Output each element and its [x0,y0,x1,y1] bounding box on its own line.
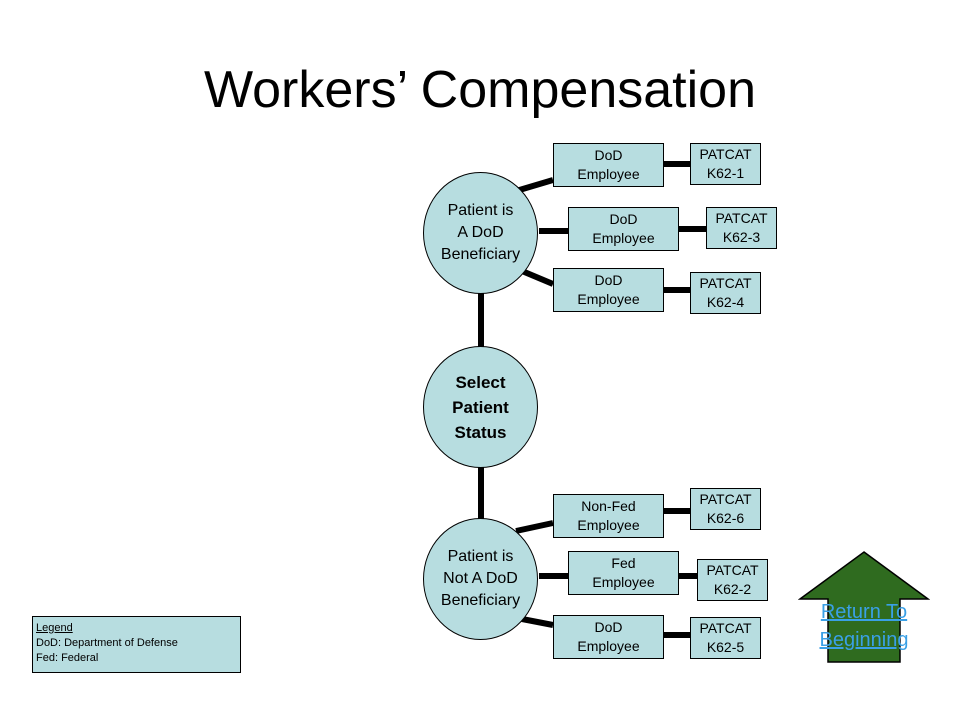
employee-box-3[interactable]: DoD Employee [553,268,664,312]
return-to-beginning-link[interactable]: Return To Beginning [807,598,921,658]
employee-box-2[interactable]: DoD Employee [568,207,679,251]
node-dod-beneficiary[interactable]: Patient is A DoD Beneficiary [423,172,538,294]
patcat-code: PATCAT K62-4 [699,275,752,310]
node-not-dod-beneficiary[interactable]: Patient is Not A DoD Beneficiary [423,518,538,640]
node-select-patient-status-label: Select Patient Status [452,372,509,442]
employee-box-5[interactable]: Fed Employee [568,551,679,595]
patcat-box-2[interactable]: PATCAT K62-3 [706,207,777,249]
patcat-box-6[interactable]: PATCAT K62-5 [690,617,761,659]
return-link-label: Return To Beginning [819,601,909,651]
patcat-code: PATCAT K62-3 [715,210,768,245]
legend-line-fed: Fed: Federal [36,652,99,664]
patcat-code: PATCAT K62-2 [706,562,759,597]
patcat-box-1[interactable]: PATCAT K62-1 [690,143,761,185]
connector-top-branch-1 [515,177,554,194]
patcat-code: PATCAT K62-6 [699,491,752,526]
patcat-box-4[interactable]: PATCAT K62-6 [690,488,761,530]
legend: Legend DoD: Department of Defense Fed: F… [32,616,241,673]
employee-box-label: DoD Employee [577,272,640,307]
node-not-dod-beneficiary-label: Patient is Not A DoD Beneficiary [440,548,521,609]
up-arrow-icon[interactable] [798,551,930,664]
patcat-code: PATCAT K62-1 [699,146,752,181]
legend-line-dod: DoD: Department of Defense [36,637,178,649]
patcat-box-3[interactable]: PATCAT K62-4 [690,272,761,314]
employee-box-6[interactable]: DoD Employee [553,615,664,659]
patcat-box-5[interactable]: PATCAT K62-2 [697,559,768,601]
connector-bottom-branch-1 [515,520,554,534]
connector-top-branch-3 [520,268,555,287]
employee-box-label: DoD Employee [577,619,640,654]
employee-box-label: Fed Employee [592,555,655,590]
node-dod-beneficiary-label: Patient is A DoD Beneficiary [440,202,521,263]
slide-title: Workers’ Compensation [204,61,756,119]
employee-box-4[interactable]: Non-Fed Employee [553,494,664,538]
employee-box-1[interactable]: DoD Employee [553,143,664,187]
node-select-patient-status[interactable]: Select Patient Status [423,346,538,468]
employee-box-label: DoD Employee [577,147,640,182]
employee-box-label: Non-Fed Employee [577,498,640,533]
patcat-code: PATCAT K62-5 [699,620,752,655]
connector-bottom-branch-3 [521,616,554,628]
legend-heading: Legend [36,622,73,634]
employee-box-label: DoD Employee [592,211,655,246]
